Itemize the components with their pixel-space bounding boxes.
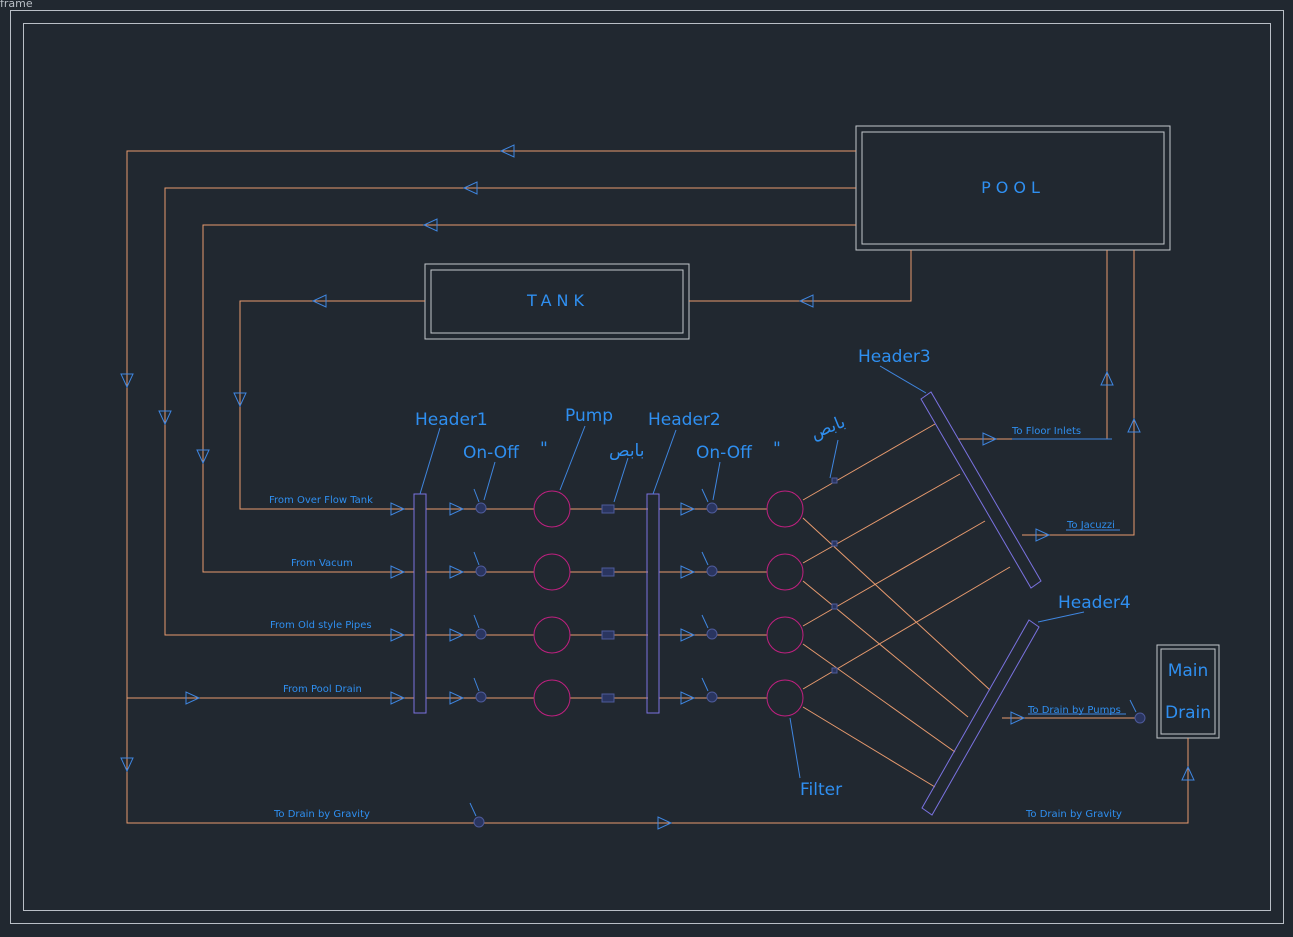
pump-2 (533, 553, 571, 591)
filter-3 (766, 616, 804, 654)
arrow-icon (390, 565, 406, 579)
check-valve (601, 504, 615, 514)
check-valves (601, 504, 615, 703)
diagonal-markers (831, 477, 838, 674)
valve-icon (701, 488, 718, 514)
check-valve (601, 630, 615, 640)
flow-label-floor-inlets: To Floor Inlets (1011, 426, 1081, 437)
header1-bar (413, 493, 427, 714)
arrow-icon (390, 691, 406, 705)
ditto-mark-2: " (773, 439, 781, 459)
filter-2 (766, 553, 804, 591)
arrow-icon (390, 502, 406, 516)
leader-lines (419, 365, 1126, 779)
arrow-icon (449, 502, 465, 516)
main-drain-label-2: Drain (1165, 703, 1211, 723)
pool-box: POOL (855, 125, 1171, 251)
flow-label-drain-by-gravity-right: To Drain by Gravity (1025, 809, 1122, 820)
arrow-icon (390, 628, 406, 642)
header3-label: Header3 (858, 347, 931, 367)
arrow-icon (158, 410, 172, 426)
arrow-icon (499, 144, 515, 158)
arrow-icon (185, 691, 201, 705)
pump-1 (533, 490, 571, 528)
filter-label: Filter (800, 780, 842, 800)
filters (766, 490, 804, 717)
header3-bar (920, 391, 1042, 589)
arrow-icon (1100, 370, 1114, 386)
arrow-icon (680, 628, 696, 642)
outer-frame (10, 10, 1284, 924)
flow-label-drain-by-pumps: To Drain by Pumps (1027, 705, 1121, 716)
main-drain-box: Main Drain (1156, 644, 1220, 739)
ditto-mark-1: " (540, 439, 548, 459)
flow-arrows (120, 144, 1195, 830)
header2-bar (646, 493, 660, 714)
arrow-icon (657, 816, 673, 830)
arabic-label-2: بابص (808, 412, 848, 444)
tank-label: TANK (526, 291, 589, 310)
arrow-icon (422, 218, 438, 232)
arrow-icon (120, 757, 134, 773)
arrow-icon (798, 294, 814, 308)
flow-label-old-style-pipes: From Old style Pipes (270, 620, 372, 631)
arabic-label-1: بابص (609, 441, 644, 461)
on-off-label-2: On-Off (696, 443, 753, 463)
arrow-icon (1127, 417, 1141, 433)
flow-label-pool-drain: From Pool Drain (283, 684, 362, 695)
arrow-icon (311, 294, 327, 308)
arrow-icon (196, 449, 210, 465)
valve-icon (1129, 699, 1146, 724)
return-pipes (126, 150, 1189, 824)
arrow-icon (680, 691, 696, 705)
arrow-icon (449, 565, 465, 579)
valve-icon (701, 551, 718, 577)
arrow-icon (1010, 711, 1026, 725)
valve-icon (473, 551, 487, 577)
arrow-icon (462, 181, 478, 195)
valve-icon (473, 614, 487, 640)
flow-label-vacum: From Vacum (291, 558, 353, 569)
filter-4 (766, 679, 804, 717)
header1-label: Header1 (415, 410, 488, 430)
arrow-icon (680, 565, 696, 579)
arrow-icon (982, 432, 998, 446)
valve-icon (701, 614, 718, 640)
pump-label: Pump (565, 406, 613, 426)
header4-bar (921, 619, 1040, 816)
valve-icon (473, 677, 487, 703)
valve-icon (473, 488, 487, 514)
pumps (533, 490, 571, 717)
pump-3 (533, 616, 571, 654)
header2-label: Header2 (648, 410, 721, 430)
pool-label: POOL (981, 178, 1045, 197)
header4-label: Header4 (1058, 593, 1131, 613)
arrow-icon (680, 502, 696, 516)
valve-icon (469, 802, 485, 828)
inner-frame (23, 23, 1271, 911)
arrow-icon (233, 392, 247, 408)
process-lines (426, 508, 767, 699)
tank-box: TANK (424, 263, 690, 340)
on-off-valves (469, 488, 1146, 828)
arrow-icon (449, 628, 465, 642)
main-drain-label-1: Main (1168, 661, 1209, 681)
arrow-icon (449, 691, 465, 705)
valve-icon (701, 677, 718, 703)
flow-label-overflow-tank: From Over Flow Tank (269, 495, 373, 506)
arrow-icon (1181, 765, 1195, 781)
check-valve (601, 693, 615, 703)
flow-label-drain-by-gravity-left: To Drain by Gravity (273, 809, 370, 820)
filter-1 (766, 490, 804, 528)
check-valve (601, 567, 615, 577)
on-off-label-1: On-Off (463, 443, 520, 463)
pump-4 (533, 679, 571, 717)
arrow-icon (120, 373, 134, 389)
flow-label-jacuzzi: To Jacuzzi (1066, 520, 1115, 531)
frame-tab-label: frame (0, 0, 33, 10)
arrow-icon (1035, 528, 1051, 542)
